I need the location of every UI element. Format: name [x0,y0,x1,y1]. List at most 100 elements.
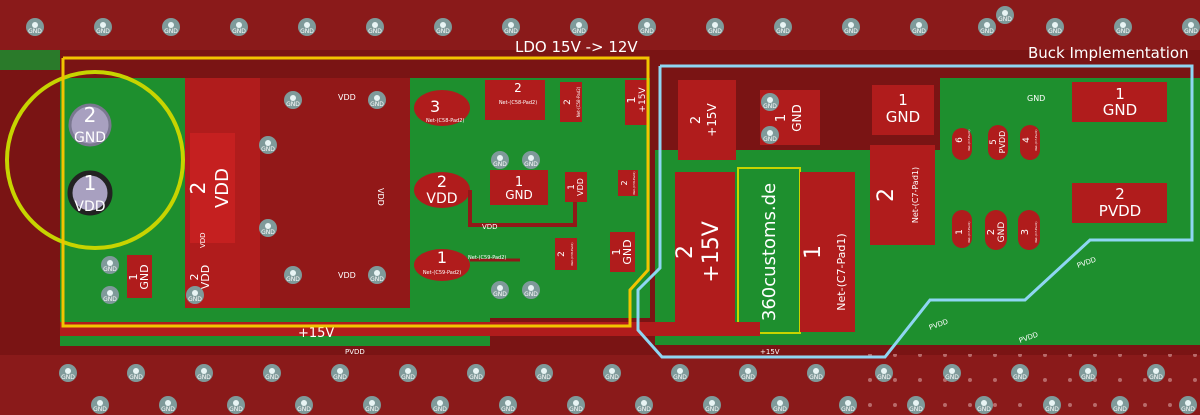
gnd-vias: GND GND GND GND GND GND GND GND GND GND GND GND GND G… [26,6,1200,414]
via-hole [916,22,922,28]
r-v2-net: Net-(C58-Pad2) [576,86,581,117]
via-hole [1117,400,1123,406]
c15-gnd-net: GND [790,104,804,132]
out-pvdd-net: PVDD [1099,202,1141,220]
via-hole [265,223,271,229]
gnd-via: GND [331,364,349,382]
gnd-via: GND [434,18,452,36]
via-dot [1193,378,1197,382]
via-hole [745,368,751,374]
via-hole [233,400,239,406]
r-v3-pad [625,80,647,125]
via-label: GND [912,28,926,35]
ldo-vdd-2: VDD [338,271,356,280]
q3-num: 3 [430,97,440,116]
via-label: GND [1081,374,1095,381]
out-gnd-num: 1 [1115,85,1125,103]
via-label: GND [605,374,619,381]
ldo-vdd-3: VDD [199,232,207,248]
via-label: GND [93,406,107,413]
gnd-via: GND [1111,396,1129,414]
gnd-via: GND [875,364,893,382]
c15-gnd-num: 1 [774,114,789,122]
via-dot [1118,378,1122,382]
gnd-via: GND [1147,364,1165,382]
via-hole [881,368,887,374]
via-hole [576,22,582,28]
ldo-zone-outline [61,56,650,328]
pvdd-trace-label: PVDD [345,348,365,356]
via-hole [97,400,103,406]
gnd-via: GND [284,266,302,284]
gnd-via: GND [603,364,621,382]
gnd-via: GND [366,18,384,36]
via-dot [968,378,972,382]
q1-num: 1 [437,248,447,267]
cap-pad1-net: VDD [74,199,105,215]
p15-small-label: +15V [760,348,780,356]
via-label: GND [493,161,507,168]
gnd-via: GND [839,396,857,414]
via-label: GND [705,406,719,413]
via-label: GND [763,136,777,143]
buck-zone-label: Buck Implementation [1028,44,1189,62]
via-label: GND [370,101,384,108]
cap-pad2-net: GND [74,130,106,146]
p15-trace-label: +15V [298,326,334,341]
r-top-net: Net-(C58-Pad2) [499,100,537,106]
r-bot-net: Net-(C58-Pad2) [570,242,574,265]
via-hole [573,400,579,406]
q1-net: Net-(C59-Pad2) [423,270,461,276]
gnd-via: GND [635,396,653,414]
ic-p5-num: 5 [989,139,999,145]
via-dot [1143,378,1147,382]
left-copper-strip [0,50,60,70]
via-label: GND [28,28,42,35]
r-bot-num: 2 [557,251,567,257]
via-label: GND [537,374,551,381]
gnd-via: GND [943,364,961,382]
via-dot [893,378,897,382]
gnd-via: GND [1046,18,1064,36]
gnd-via: GND [101,256,119,274]
via-hole [813,368,819,374]
gnd-via: GND [259,136,277,154]
ic-pad-6 [952,128,972,160]
via-hole [712,22,718,28]
gnd-trace-label: GND [1027,94,1045,103]
ic-p4-net: Net-(C7-Pad1) [1034,129,1038,150]
via-hole [107,260,113,266]
r-bot2-num: 1 [610,249,623,256]
elco-net: +15V [699,221,724,282]
via-label: GND [977,406,991,413]
via-hole [290,270,296,276]
r-top-pad [485,80,545,120]
vdd-trace-label: VDD [482,223,498,231]
gnd-via: GND [761,126,779,144]
via-hole [913,400,919,406]
via-hole [440,22,446,28]
via-dot [993,378,997,382]
via-hole [767,130,773,136]
gnd-via: GND [227,396,245,414]
r-bot-pad [555,238,577,270]
c15-top-net: +15V [705,102,719,136]
c-mid-net: GND [505,188,533,202]
ic-pad-5 [988,125,1008,160]
c15-top-num: 2 [689,116,704,124]
ic-p2-net: GND [997,222,1007,243]
cap-pad1-num: 1 [84,171,97,195]
via-label: GND [776,28,790,35]
r-v2-num: 2 [563,99,573,105]
via-hole [168,22,174,28]
ldo-tab-num: 2 [186,182,210,195]
large-capacitor-outline [5,70,185,250]
gnd-via: GND [522,281,540,299]
via-hole [709,400,715,406]
gnd-via: GND [162,18,180,36]
via-hole [1052,22,1058,28]
via-hole [677,368,683,374]
cap-pad2-num: 2 [84,103,97,127]
via-label: GND [1013,374,1027,381]
c15-top-pad [678,80,736,160]
